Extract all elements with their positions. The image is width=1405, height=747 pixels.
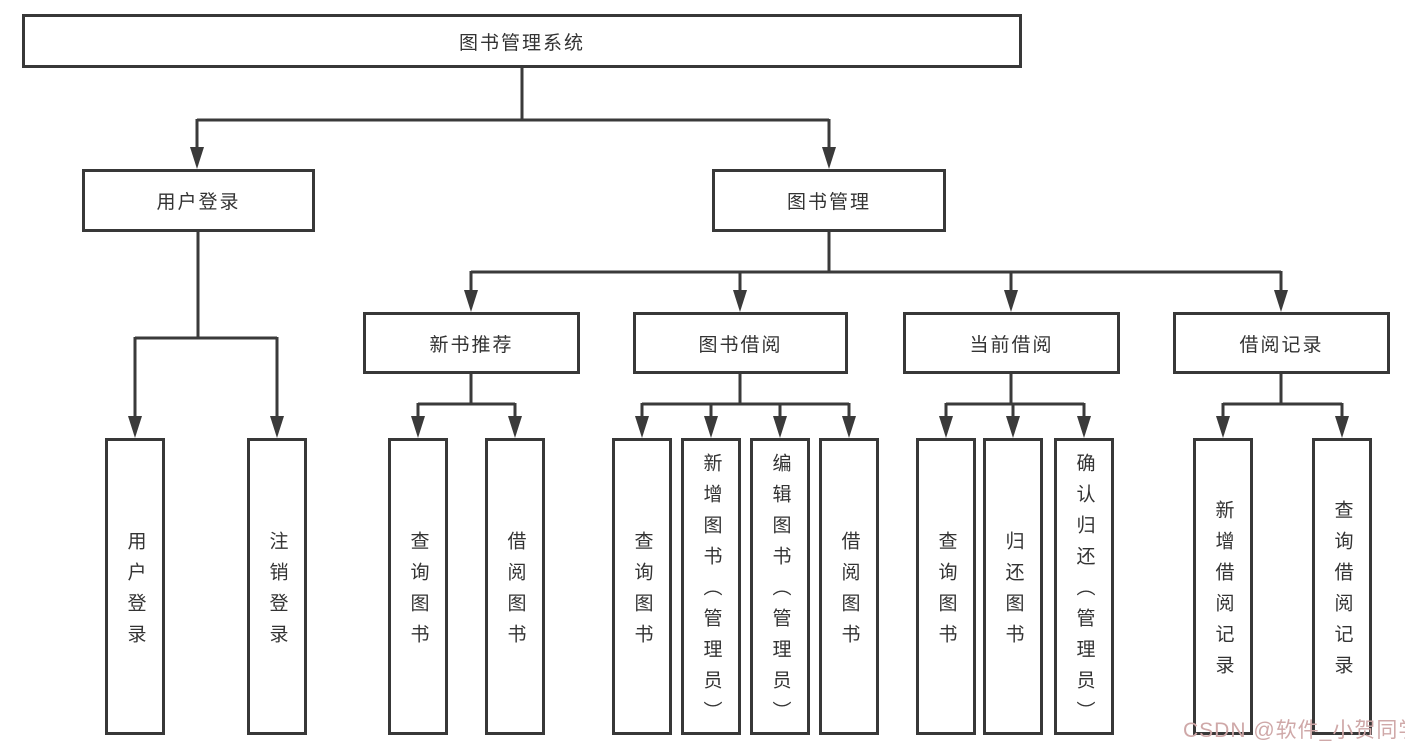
- leaf-logout-label: 注销登录: [266, 530, 288, 655]
- leaf-bb-query-books: 查询图书: [612, 438, 672, 735]
- csdn-watermark: CSDN @软件_小贺同学: [1183, 719, 1405, 742]
- leaf-logout: 注销登录: [247, 438, 307, 735]
- leaf-br-query-record-label: 查询借阅记录: [1331, 499, 1353, 686]
- node-current-borrowing: 当前借阅: [903, 312, 1120, 374]
- node-book-borrowing: 图书借阅: [633, 312, 848, 374]
- node-new-book-recommend: 新书推荐: [363, 312, 580, 374]
- leaf-bb-add-books-label: 新增图书（管理员）: [700, 453, 722, 732]
- leaf-cb-confirm-return-label: 确认归还（管理员）: [1073, 453, 1095, 732]
- leaf-bb-add-books: 新增图书（管理员）: [681, 438, 741, 735]
- leaf-bb-borrow-books-label: 借阅图书: [838, 530, 860, 655]
- leaf-br-query-record: 查询借阅记录: [1312, 438, 1372, 735]
- leaf-cb-query-books: 查询图书: [916, 438, 976, 735]
- leaf-cb-return-books: 归还图书: [983, 438, 1043, 735]
- leaf-cb-return-books-label: 归还图书: [1002, 530, 1024, 655]
- node-current-borrowing-label: 当前借阅: [969, 334, 1054, 356]
- leaf-user-login: 用户登录: [105, 438, 165, 735]
- node-user-login: 用户登录: [82, 169, 315, 232]
- leaf-rec-borrow-books: 借阅图书: [485, 438, 545, 735]
- leaf-cb-query-books-label: 查询图书: [935, 530, 957, 655]
- node-book-borrowing-label: 图书借阅: [698, 334, 783, 356]
- node-book-management: 图书管理: [712, 169, 946, 232]
- leaf-cb-confirm-return: 确认归还（管理员）: [1054, 438, 1114, 735]
- leaf-rec-query-books: 查询图书: [388, 438, 448, 735]
- node-root: 图书管理系统: [22, 14, 1022, 68]
- leaf-br-add-record: 新增借阅记录: [1193, 438, 1253, 735]
- node-borrowing-records: 借阅记录: [1173, 312, 1390, 374]
- node-user-login-label: 用户登录: [156, 192, 241, 213]
- leaf-user-login-label: 用户登录: [124, 530, 146, 655]
- leaf-bb-edit-books: 编辑图书（管理员）: [750, 438, 810, 735]
- leaf-br-add-record-label: 新增借阅记录: [1212, 499, 1234, 686]
- leaf-rec-query-books-label: 查询图书: [407, 530, 429, 655]
- leaf-bb-query-books-label: 查询图书: [631, 530, 653, 655]
- leaf-bb-edit-books-label: 编辑图书（管理员）: [769, 453, 791, 732]
- leaf-rec-borrow-books-label: 借阅图书: [504, 530, 526, 655]
- node-book-management-label: 图书管理: [786, 192, 871, 213]
- node-new-book-recommend-label: 新书推荐: [429, 334, 514, 356]
- node-borrowing-records-label: 借阅记录: [1239, 334, 1324, 356]
- leaf-bb-borrow-books: 借阅图书: [819, 438, 879, 735]
- node-root-label: 图书管理系统: [458, 32, 585, 54]
